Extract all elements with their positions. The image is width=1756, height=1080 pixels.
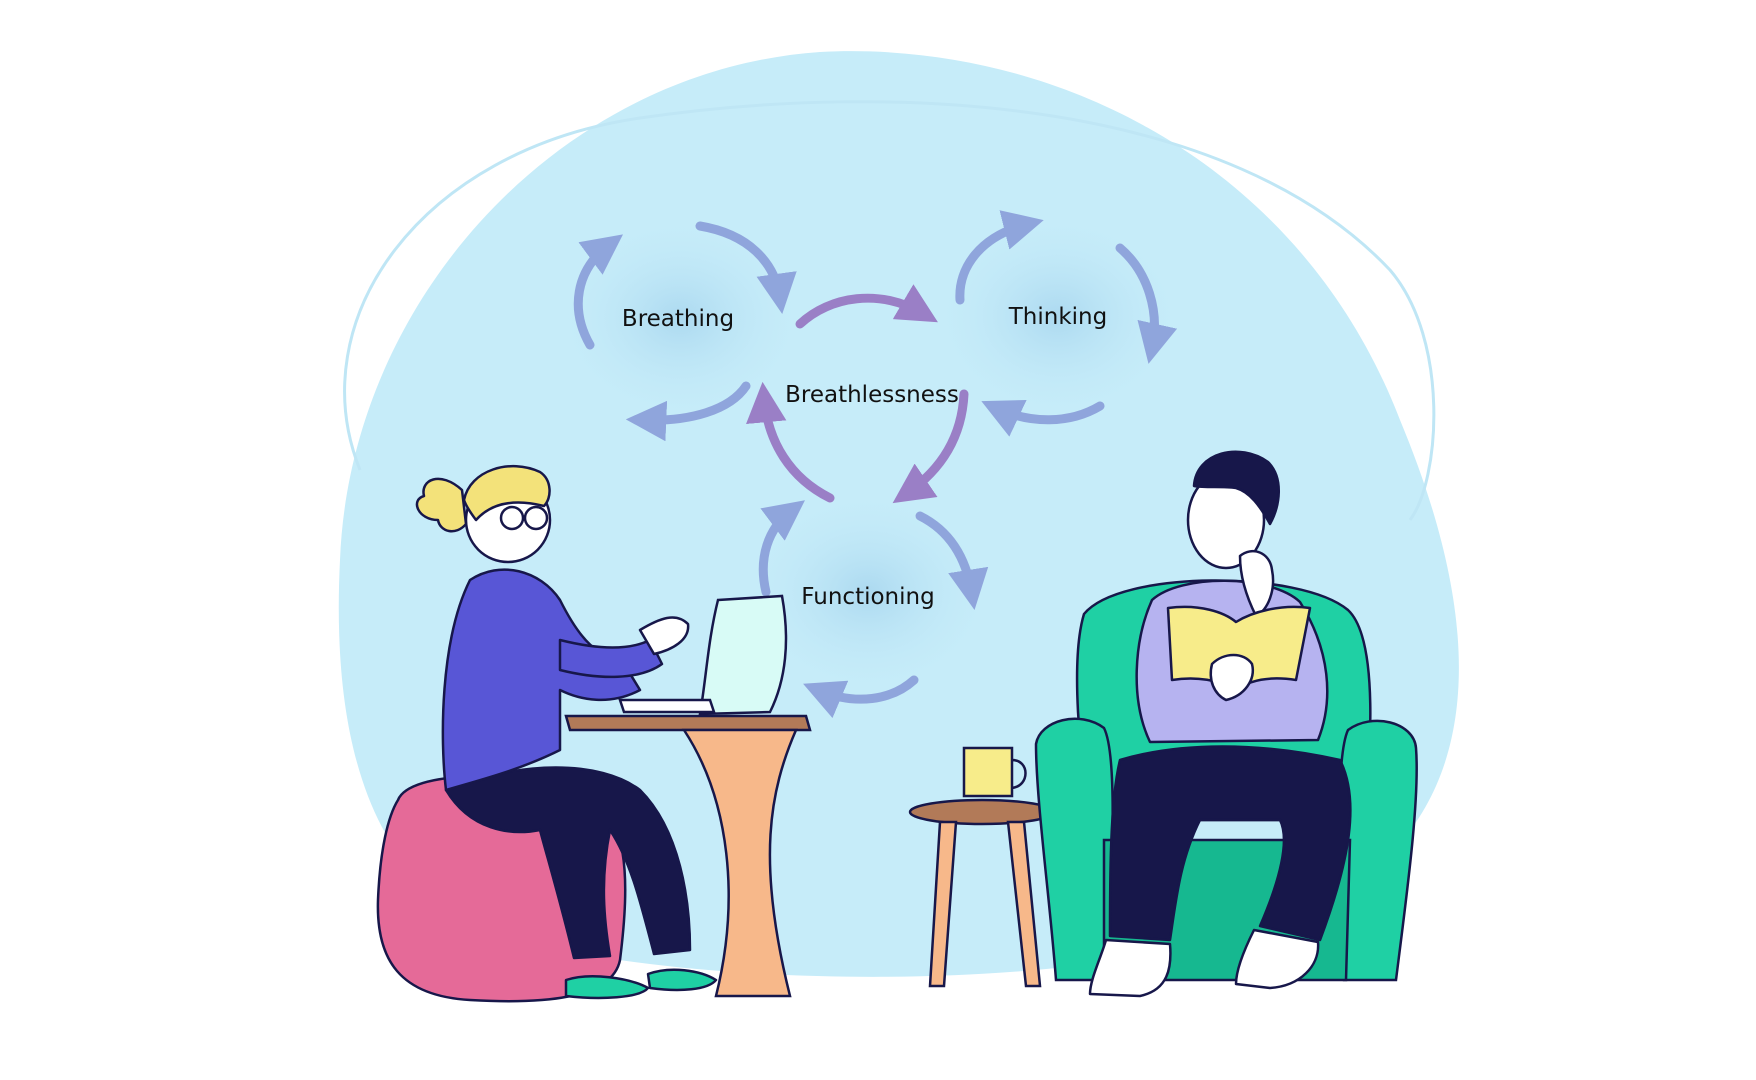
desk-top [564, 714, 812, 732]
background-outline [343, 100, 1436, 521]
woman-hair [462, 464, 551, 522]
thinking-glow [928, 211, 1188, 421]
link-arrow-thinking-functioning [892, 389, 969, 504]
man-figure [1088, 450, 1352, 998]
laptop-screen [698, 594, 788, 716]
breathing-cycle-arrow [695, 221, 797, 315]
desk [564, 714, 812, 998]
woman-trousers [444, 766, 692, 960]
woman-shoe [564, 975, 650, 1000]
laptop-icon [618, 594, 788, 716]
man-hand [1209, 653, 1255, 702]
laptop-base [618, 698, 716, 714]
side-table-leg [1006, 820, 1042, 988]
thinking-cycle-arrow [981, 400, 1105, 437]
breathing-cycle-arrow [625, 381, 751, 442]
side-table-top [908, 798, 1056, 826]
functioning-cycle-arrow [758, 500, 805, 597]
side-table [908, 746, 1056, 988]
link-arrow-breathing-thinking [795, 284, 938, 329]
woman-arm [558, 638, 664, 679]
node-label-thinking: Thinking [1008, 304, 1107, 330]
node-label-functioning: Functioning [801, 584, 934, 610]
glasses-icon [499, 505, 525, 531]
link-arrow-functioning-breathing [746, 381, 835, 503]
woman-shoe [646, 968, 718, 992]
node-label-breathing: Breathing [622, 306, 734, 332]
man-sock [1088, 938, 1172, 998]
woman-top [441, 568, 642, 792]
desk-leg [681, 728, 798, 998]
man-trousers [1108, 745, 1352, 942]
woman-figure [376, 464, 718, 1003]
man-hand [1238, 550, 1275, 618]
functioning-cycle-arrow [803, 675, 919, 719]
woman-hand [638, 616, 690, 656]
breathing-cycle-arrow [573, 234, 623, 350]
functioning-cycle-arrow [915, 511, 989, 611]
mug-handle [1011, 758, 1027, 790]
man-hair [1192, 450, 1280, 526]
side-table-leg [928, 820, 958, 988]
thinking-cycle-arrow [1115, 243, 1178, 364]
mug-icon [962, 746, 1014, 798]
center-label-breathlessness: Breathlessness [785, 382, 959, 408]
glasses-icon [523, 505, 549, 531]
man-sock [1234, 928, 1320, 990]
woman-ponytail [415, 477, 468, 533]
thinking-cycle-arrow [955, 210, 1044, 305]
